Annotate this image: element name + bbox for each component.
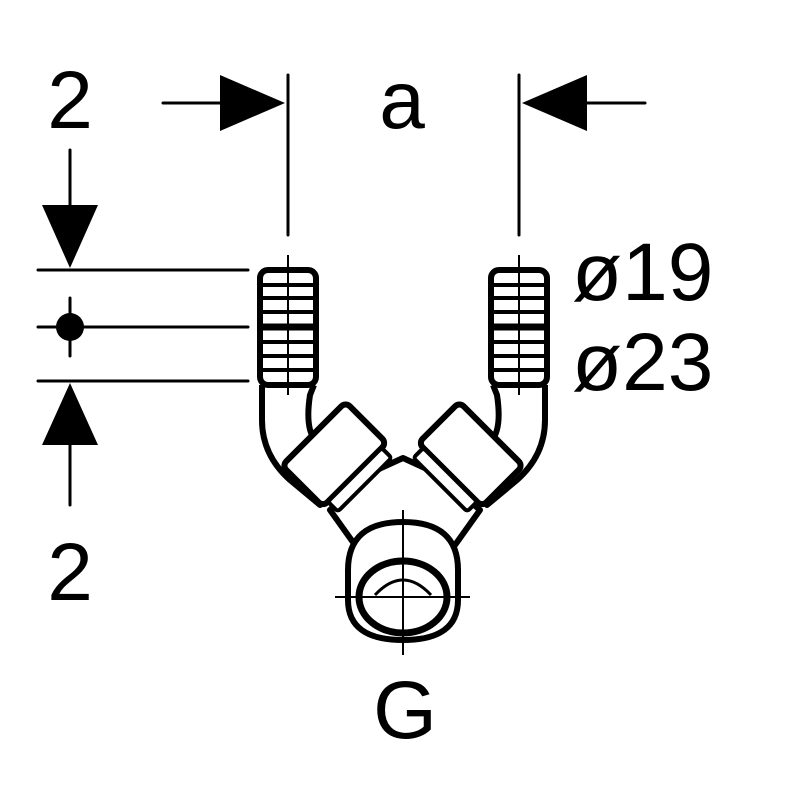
dimension-vertical (36, 148, 250, 507)
arrowhead-right (220, 75, 285, 131)
arrowhead-left (522, 75, 587, 131)
center-lines (287, 255, 520, 655)
right-nut (412, 401, 524, 513)
diameter-large-label: ø23 (572, 317, 713, 408)
dimension-a (161, 73, 647, 237)
thread-label: G (373, 665, 437, 756)
center-dot (56, 313, 84, 341)
left-nut (281, 401, 393, 513)
top-count-label: 2 (47, 55, 93, 146)
spacing-label: a (379, 55, 425, 146)
arrowhead-up (42, 383, 98, 445)
arrowhead-down (42, 205, 98, 268)
diameter-small-label: ø19 (572, 227, 713, 318)
bottom-count-label: 2 (47, 527, 93, 618)
